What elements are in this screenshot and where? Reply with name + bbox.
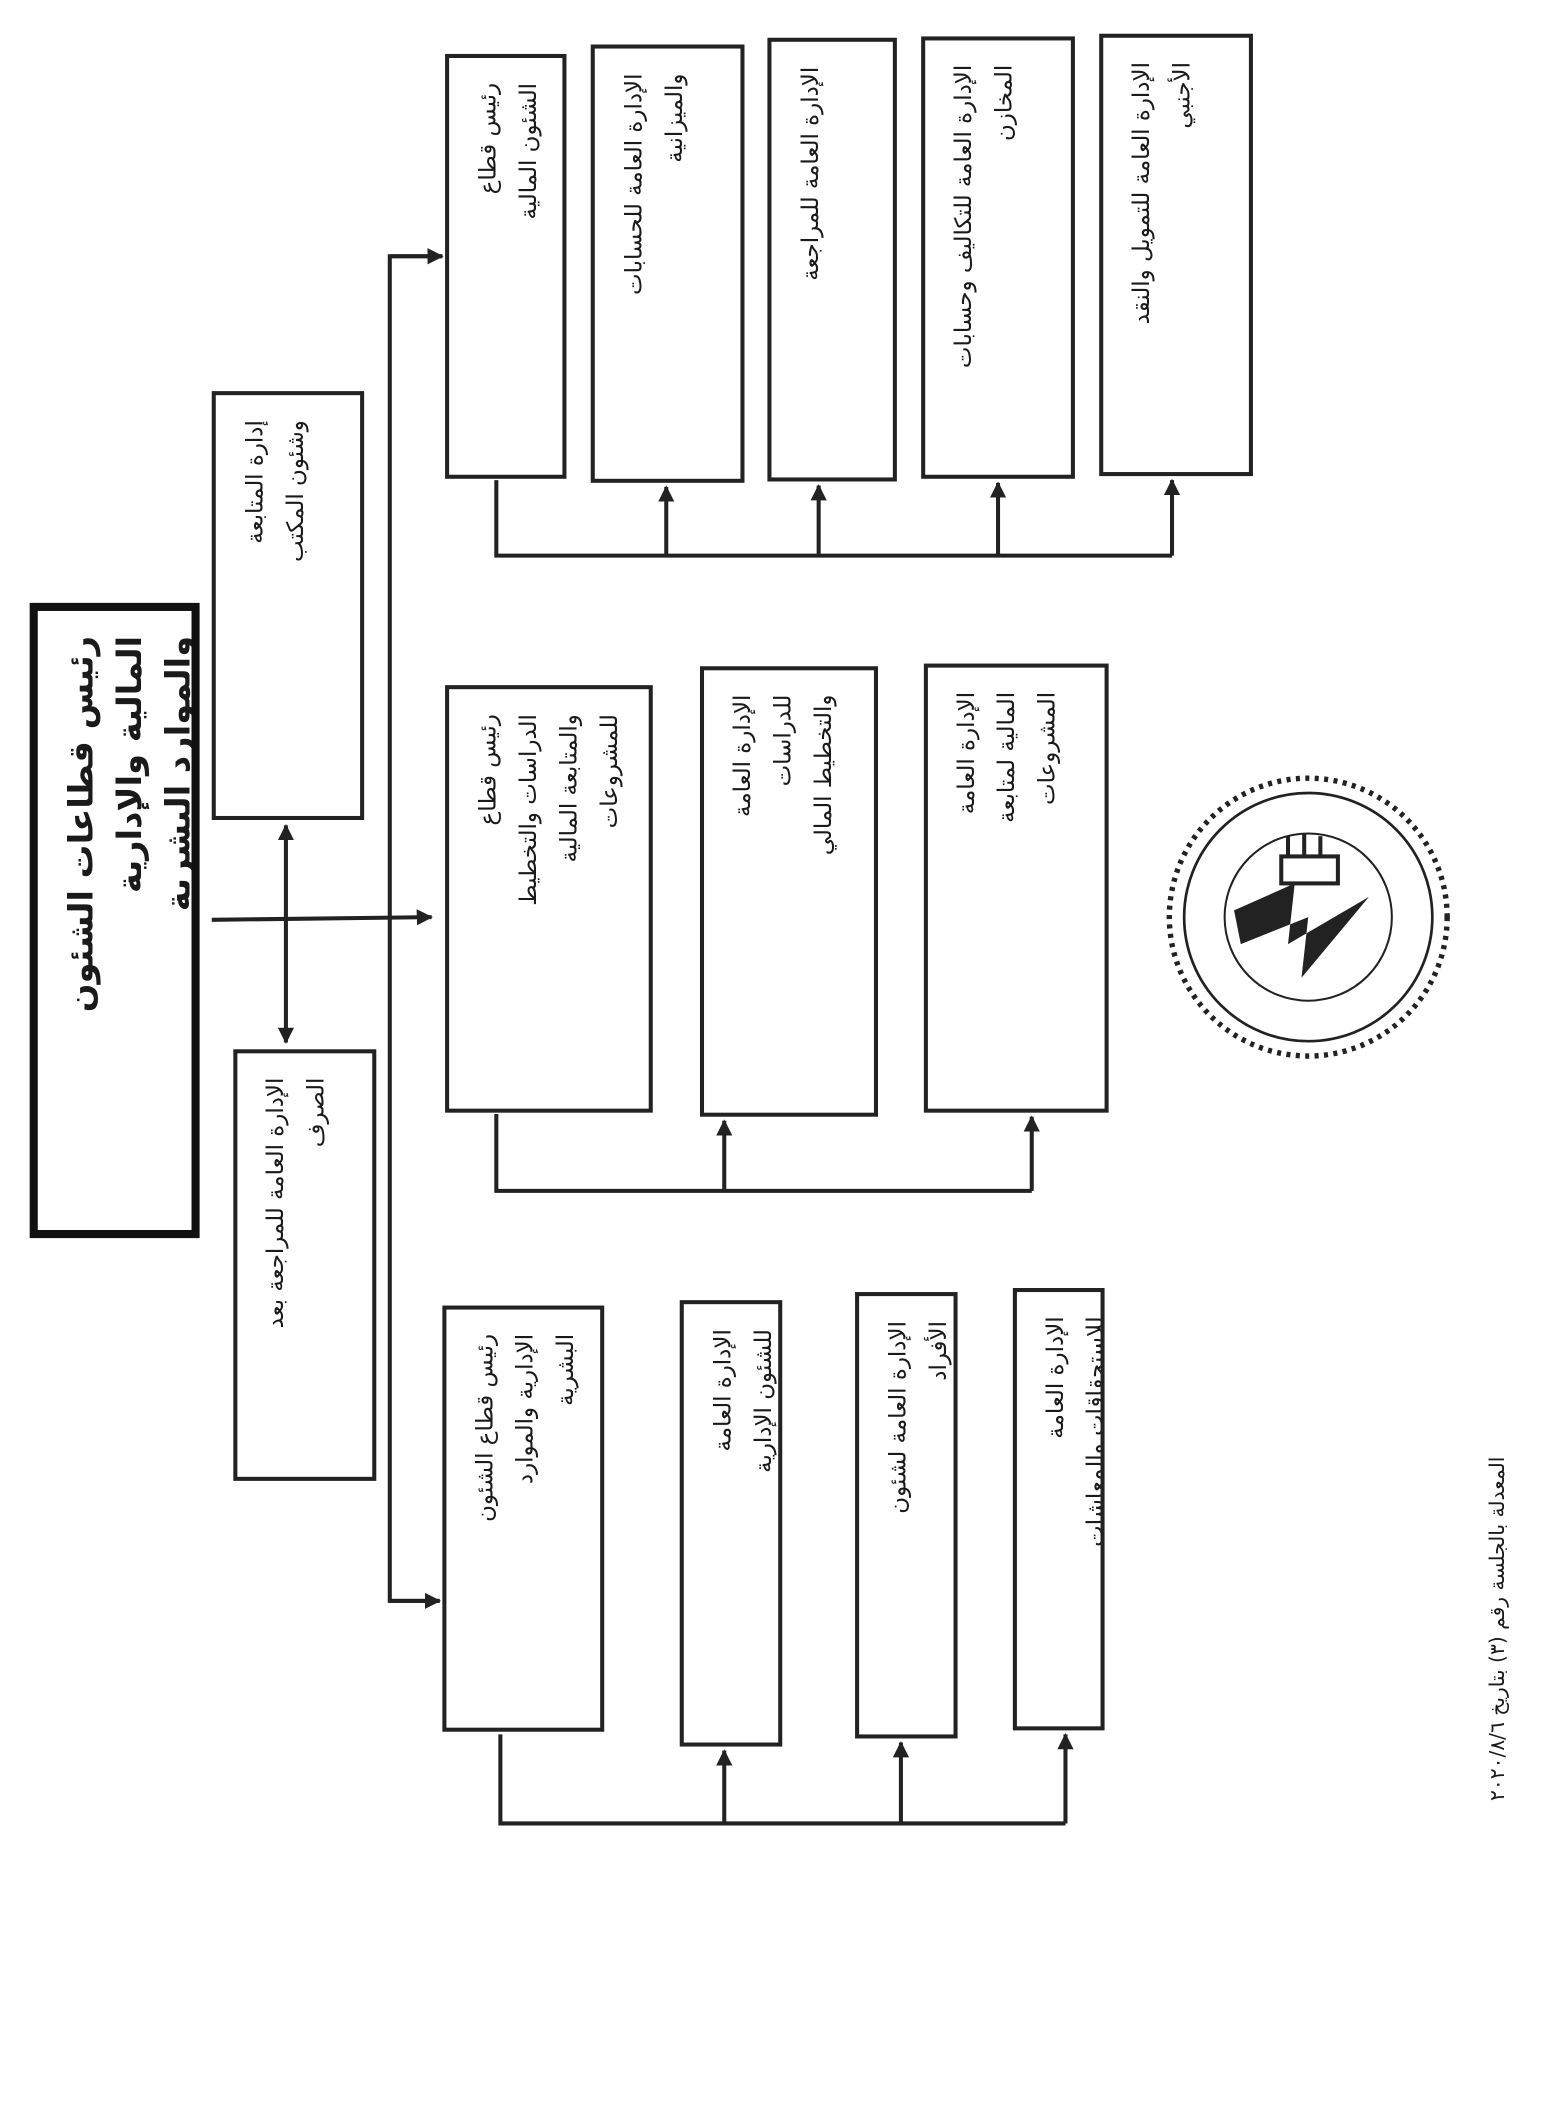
box-label-line: الإدارية والموارد	[512, 1333, 540, 1485]
studies-connector	[494, 1114, 1032, 1193]
box-label-line: البشرية	[552, 1333, 580, 1406]
box-label-line: الإدارة العامة	[1042, 1316, 1070, 1439]
company-stamp-logo	[1166, 775, 1450, 1059]
box-label-line: الأفراد	[925, 1320, 953, 1381]
box-label-line: رئيس قطاع	[474, 713, 502, 825]
box-label-line: المشروعات	[1034, 691, 1062, 805]
footer-note-text: المعدلة بالجلسة رقم (٣) بتاريخ ٢٠٢٠/٨/٦	[1484, 1456, 1510, 1801]
followup-office-box: إدارة المتابعة وشئون المكتب	[211, 391, 365, 821]
box-label-line: رئيس قطاع الشئون	[472, 1333, 500, 1522]
box-label-line: للشئون الإدارية	[749, 1328, 777, 1473]
box-label-line: الإدارة العامة	[709, 1328, 737, 1451]
box-label-line: رئيس قطاعات الشئون	[60, 635, 100, 1012]
personnel-affairs-box: الإدارة العامة لشئون الأفراد	[855, 1292, 958, 1739]
box-label-line: الشئون المالية	[515, 82, 543, 219]
box-label-line: الإدارة العامة للتكاليف وحسابات	[950, 64, 978, 369]
box-label-line: المالية لمتابعة	[993, 691, 1021, 823]
financial-planning-box: الإدارة العامة للدراسات والتخطيط المالي	[699, 666, 879, 1117]
finance-sector-head-box: رئيس قطاع الشئون المالية	[445, 53, 567, 479]
sector-spine	[387, 254, 443, 1603]
box-label-line: والتخطيط المالي	[810, 694, 838, 856]
box-label-line: للدراسات	[770, 694, 798, 787]
box-label-line: للمشروعات	[596, 713, 624, 828]
box-label-line: الإدارة العامة	[953, 691, 981, 815]
box-label-line: الإدارة العامة للمراجعة	[797, 66, 825, 281]
box-label-line: إدارة المتابعة	[241, 419, 269, 544]
costs-stores-box: الإدارة العامة للتكاليف وحسابات المخازن	[921, 36, 1075, 479]
admin-sector-head-box: رئيس قطاع الشئون الإدارية والموارد البشرية	[442, 1305, 605, 1732]
box-label-line: والموارد البشرية	[157, 635, 197, 911]
box-label-line: الدراسات والتخطيط	[515, 713, 543, 906]
audit-box: الإدارة العامة للمراجعة	[767, 37, 897, 482]
finance-forex-box: الإدارة العامة للتمويل والنقد الأجنبي	[1099, 33, 1253, 477]
main-arrow	[211, 909, 433, 926]
box-label-line: الإدارة العامة للمراجعة بعد	[262, 1077, 290, 1329]
box-label-line: والميزانية	[660, 72, 688, 163]
finance-connector	[494, 480, 1173, 558]
post-payment-audit-box: الإدارة العامة للمراجعة بعد الصرف	[233, 1049, 377, 1481]
box-label-line: المخازن	[991, 64, 1019, 142]
project-followup-box: الإدارة العامة المالية لمتابعة المشروعات	[923, 663, 1109, 1113]
box-label-line: الصرف	[303, 1077, 331, 1148]
accounts-budget-box: الإدارة العامة للحسابات والميزانية	[590, 44, 745, 483]
box-label-line: الإدارة العامة للتمويل والنقد	[1128, 62, 1156, 325]
admin-connector	[498, 1734, 1066, 1826]
box-label-line: المالية والإدارية	[109, 635, 149, 893]
studies-sector-head-box: رئيس قطاع الدراسات والتخطيط والمتابعة الما…	[445, 685, 653, 1113]
box-label-line: والمتابعة المالية	[555, 713, 583, 862]
box-label-line: الأجنبي	[1169, 62, 1197, 129]
amendment-note: المعدلة بالجلسة رقم (٣) بتاريخ ٢٠٢٠/٨/٦	[1477, 1457, 1517, 1943]
pensions-box: الإدارة العامة للاستحقاقات والمعاشات	[1012, 1288, 1105, 1731]
box-label-line: الإدارة العامة	[729, 694, 757, 817]
box-label-line: للاستحقاقات والمعاشات	[1083, 1316, 1105, 1547]
box-label-line: الإدارة العامة لشئون	[884, 1320, 912, 1514]
box-label-line: رئيس قطاع	[474, 82, 502, 194]
box-label-line: وشئون المكتب	[281, 419, 309, 562]
administrative-affairs-box: الإدارة العامة للشئون الإدارية	[679, 1300, 783, 1747]
box-label-line: الإدارة العامة للحسابات	[620, 72, 648, 295]
